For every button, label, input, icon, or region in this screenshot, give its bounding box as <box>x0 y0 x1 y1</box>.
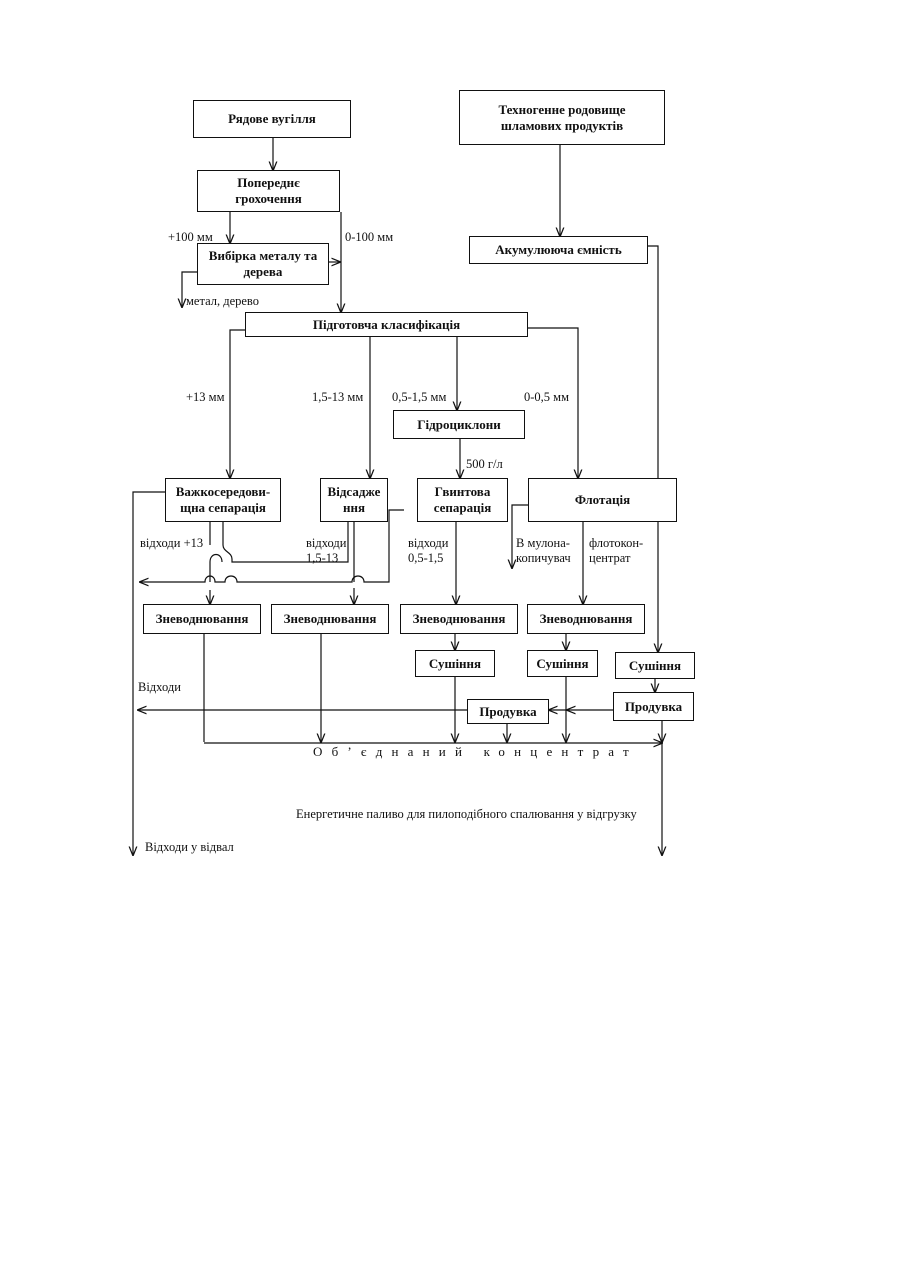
node-drying-3: Сушіння <box>615 652 695 679</box>
node-raw-coal: Рядове вугілля <box>193 100 351 138</box>
node-drying-2-label: Сушіння <box>536 656 588 672</box>
label-energy-fuel: Енергетичне паливо для пилоподібного спа… <box>296 807 637 822</box>
node-dewater-4-label: Зневоднювання <box>540 611 633 627</box>
node-pre-screening: Попереднє грохочення <box>197 170 340 212</box>
label-to-mulon: В мулона- копичувач <box>516 536 571 566</box>
node-spiral-label: Гвинтова сепарація <box>434 484 492 516</box>
label-tails: Відходи <box>138 680 181 695</box>
label-metal-wood: метал, дерево <box>186 294 259 309</box>
node-prep-classification: Підготовча класифікація <box>245 312 528 337</box>
node-hydrocyclones: Гідроциклони <box>393 410 525 439</box>
label-range-0-5-1-5: 0,5-1,5 мм <box>392 390 446 405</box>
node-dewater-2: Зневоднювання <box>271 604 389 634</box>
label-density-500: 500 г/л <box>466 457 503 472</box>
label-tails-plus13: відходи +13 <box>140 536 203 551</box>
node-blowing-1-label: Продувка <box>479 704 536 720</box>
node-prep-classification-label: Підготовча класифікація <box>313 317 460 333</box>
hop-1 <box>210 555 222 563</box>
label-plus13: +13 мм <box>186 390 225 405</box>
label-flotoconcentrate: флотокон- центрат <box>589 536 643 566</box>
node-dewater-1-label: Зневоднювання <box>156 611 249 627</box>
node-dewater-3: Зневоднювання <box>400 604 518 634</box>
label-range-0-100: 0-100 мм <box>345 230 393 245</box>
node-drying-1: Сушіння <box>415 650 495 677</box>
arrow-tank-to-drying <box>648 246 658 652</box>
node-raw-coal-label: Рядове вугілля <box>228 111 316 127</box>
node-dewater-1: Зневоднювання <box>143 604 261 634</box>
label-range-1-5-13: 1,5-13 мм <box>312 390 363 405</box>
node-jigging-label: Відсадже ння <box>328 484 381 516</box>
node-metal-wood-pick: Вибірка металу та дерева <box>197 243 329 285</box>
node-drying-2: Сушіння <box>527 650 598 677</box>
label-plus100: +100 мм <box>168 230 213 245</box>
node-hydrocyclones-label: Гідроциклони <box>417 417 500 433</box>
label-tails-0-5-1-5: відходи 0,5-1,5 <box>408 536 448 566</box>
branch-plus13 <box>230 330 245 478</box>
node-jigging: Відсадже ння <box>320 478 388 522</box>
node-metal-wood-pick-label: Вибірка металу та дерева <box>209 248 317 280</box>
node-heavy-media-label: Важкосередови- щна сепарація <box>176 484 271 516</box>
node-tech-deposit-label: Техногенне родовище шламових продуктів <box>498 102 625 134</box>
label-tails-to-dump: Відходи у відвал <box>145 840 234 855</box>
label-range-0-0-5: 0-0,5 мм <box>524 390 569 405</box>
node-drying-1-label: Сушіння <box>429 656 481 672</box>
node-pre-screening-label: Попереднє грохочення <box>235 175 302 207</box>
node-flotation-label: Флотація <box>575 492 630 508</box>
node-blowing-1: Продувка <box>467 699 549 724</box>
node-dewater-4: Зневоднювання <box>527 604 645 634</box>
label-tails-1-5-13: відходи 1,5-13 <box>306 536 346 566</box>
label-combined-concentrate: Об’єднаний концентрат <box>313 744 638 759</box>
node-flotation: Флотація <box>528 478 677 522</box>
node-accum-tank-label: Акумулююча ємність <box>495 242 621 258</box>
node-heavy-media: Важкосередови- щна сепарація <box>165 478 281 522</box>
node-dewater-2-label: Зневоднювання <box>284 611 377 627</box>
node-blowing-2-label: Продувка <box>625 699 682 715</box>
node-drying-3-label: Сушіння <box>629 658 681 674</box>
node-tech-deposit: Техногенне родовище шламових продуктів <box>459 90 665 145</box>
node-blowing-2: Продувка <box>613 692 694 721</box>
node-spiral: Гвинтова сепарація <box>417 478 508 522</box>
node-dewater-3-label: Зневоднювання <box>413 611 506 627</box>
node-accum-tank: Акумулююча ємність <box>469 236 648 264</box>
